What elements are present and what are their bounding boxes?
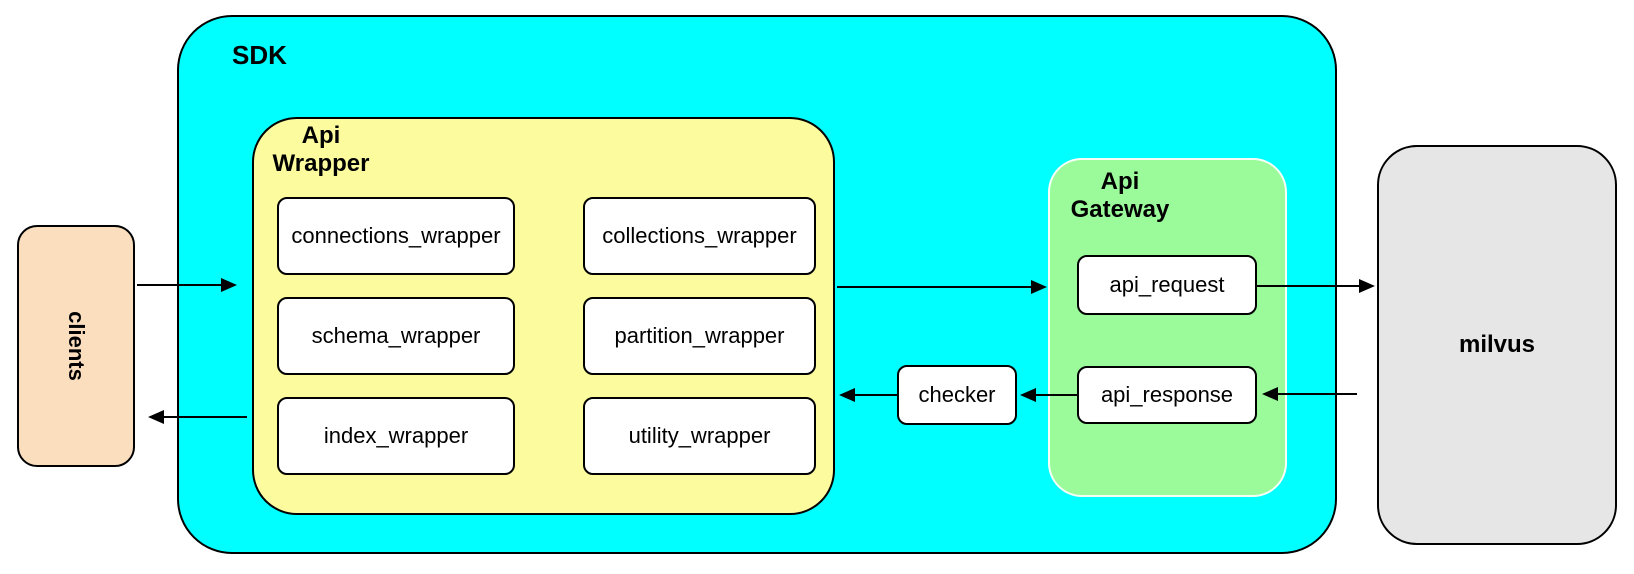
arrow-response-to-checker-head: [1020, 388, 1036, 402]
connections-wrapper-node: connections_wrapper: [277, 197, 515, 275]
arrow-checker-to-wrapper-head: [839, 388, 855, 402]
schema-wrapper-node: schema_wrapper: [277, 297, 515, 375]
api-wrapper-label: Api Wrapper: [272, 122, 370, 178]
utility-wrapper-node: utility_wrapper: [583, 397, 816, 475]
checker-node: checker: [897, 365, 1017, 425]
arrow-response-to-checker-line: [1036, 394, 1077, 396]
arrow-sdk-to-clients-head: [148, 410, 164, 424]
clients-label: clients: [63, 311, 89, 381]
arrow-checker-to-wrapper-line: [855, 394, 897, 396]
api-gateway-label: Api Gateway: [1070, 168, 1170, 224]
partition-wrapper-node: partition_wrapper: [583, 297, 816, 375]
api-response-node: api_response: [1077, 366, 1257, 424]
arrow-wrapper-to-gateway-head: [1031, 280, 1047, 294]
clients-node: clients: [17, 225, 135, 467]
arrow-request-to-milvus-line: [1257, 285, 1360, 287]
arrow-milvus-to-response-line: [1278, 393, 1357, 395]
arrow-request-to-milvus-head: [1359, 279, 1375, 293]
milvus-node: milvus: [1377, 145, 1617, 545]
api-gateway-container: Api Gateway api_request api_response: [1048, 158, 1287, 497]
api-request-node: api_request: [1077, 255, 1257, 315]
sdk-container: SDK Api Wrapper connections_wrapper coll…: [177, 15, 1337, 554]
index-wrapper-node: index_wrapper: [277, 397, 515, 475]
arrow-clients-to-sdk-line: [137, 284, 223, 286]
arrow-milvus-to-response-head: [1262, 387, 1278, 401]
collections-wrapper-node: collections_wrapper: [583, 197, 816, 275]
api-wrapper-container: Api Wrapper connections_wrapper collecti…: [252, 117, 835, 515]
sdk-label: SDK: [232, 40, 287, 70]
arrow-sdk-to-clients-line: [163, 416, 247, 418]
arrow-wrapper-to-gateway-line: [837, 286, 1032, 288]
arrow-clients-to-sdk-head: [221, 278, 237, 292]
milvus-label: milvus: [1458, 331, 1536, 358]
wrapper-grid: connections_wrapper collections_wrapper …: [277, 197, 816, 475]
